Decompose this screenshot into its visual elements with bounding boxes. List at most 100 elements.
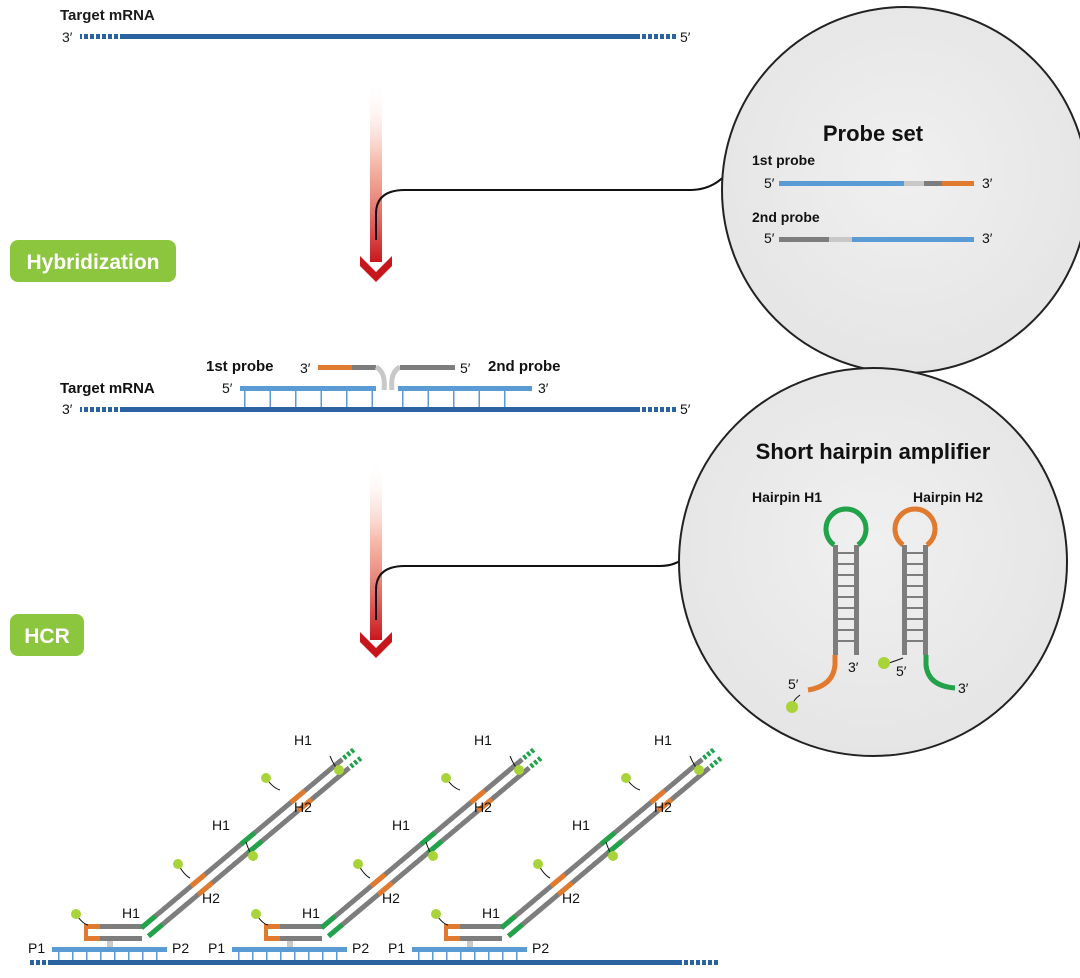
polymer-chain xyxy=(499,747,723,939)
hybrid-second-probe-label: 2nd probe xyxy=(488,358,561,375)
h1-label: H1 xyxy=(482,905,500,921)
hybridization-step-badge: Hybridization xyxy=(10,240,176,282)
probe-set-callout-line xyxy=(375,159,737,240)
base-pair-rung xyxy=(478,391,480,407)
polymer-rung xyxy=(344,910,350,917)
hairpin-h2: 5′ 3′ xyxy=(878,506,969,696)
polymer-dash-end xyxy=(352,759,359,766)
polymer-rung xyxy=(405,858,412,865)
initiator-segment xyxy=(264,936,280,941)
fluorophore-icon xyxy=(251,909,261,919)
polymer-rung xyxy=(689,771,696,778)
h2-toehold xyxy=(923,655,956,691)
polymer-rung xyxy=(473,802,479,809)
polymer-color-segment xyxy=(649,788,667,805)
h1-stem-rungs xyxy=(838,552,854,642)
base-pair-rung xyxy=(58,951,60,960)
probe-set-title: Probe set xyxy=(823,121,924,146)
polymer-color-segment xyxy=(189,872,207,888)
polymer-color-segment xyxy=(506,922,524,939)
stem-rung xyxy=(838,563,854,565)
polymer-mrna-dash-left xyxy=(30,960,50,965)
polymer-dash-end xyxy=(536,756,543,763)
polymer-dash-end xyxy=(529,762,535,769)
polymer-rung xyxy=(207,874,213,881)
polymer-rung xyxy=(634,817,641,824)
hybridization-label: Hybridization xyxy=(26,251,159,274)
polymer-rung xyxy=(677,781,684,788)
initiator-segment xyxy=(444,924,460,929)
polymer-rung xyxy=(350,905,357,912)
h2-fluor-linker xyxy=(888,657,904,664)
first-probe-target-segment xyxy=(779,181,904,186)
polymer-rung xyxy=(305,792,311,799)
polymer-rung xyxy=(342,761,348,768)
stem-rung xyxy=(838,585,854,587)
polymer-rung xyxy=(280,812,287,819)
hcr-step-badge: HCR xyxy=(10,614,84,656)
target-mrna-label: Target mRNA xyxy=(60,7,155,24)
polymer-dash-end xyxy=(522,754,528,761)
polymer-rung xyxy=(491,787,497,793)
stem-rung xyxy=(838,618,854,620)
base-pair-rung xyxy=(346,391,348,407)
polymer-color-segment xyxy=(419,830,437,847)
base-pair-rung xyxy=(114,951,116,960)
h2-stem-right xyxy=(923,545,928,655)
p1-label: P1 xyxy=(28,940,45,956)
polymer-rung xyxy=(665,792,671,799)
fluorophore-icon xyxy=(608,851,618,861)
stem-rung xyxy=(907,640,923,642)
second-probe-5-prime: 5′ xyxy=(764,230,775,246)
probe-p1-segment xyxy=(412,947,527,952)
base-pair-rung xyxy=(72,951,74,960)
polymer-chain xyxy=(319,747,543,939)
h2-3-prime: 3′ xyxy=(958,680,969,696)
polymer-color-segment xyxy=(246,839,264,855)
polymer-rung xyxy=(518,915,524,922)
polymer-dash-end xyxy=(702,754,708,761)
polymer-dash-end xyxy=(349,762,355,769)
polymer-color-segment xyxy=(326,922,344,939)
polymer-rung xyxy=(460,812,467,819)
linker-segment xyxy=(280,924,322,929)
hybrid-p1-5-prime: 5′ xyxy=(222,380,233,396)
probe-p1-segment xyxy=(232,947,347,952)
hybrid-first-probe-label: 1st probe xyxy=(206,358,274,375)
hybrid-p1-3-prime: 3′ xyxy=(300,360,311,376)
h1-stem-right xyxy=(854,545,859,655)
polymer-color-segment xyxy=(426,839,444,855)
h2-stem-rungs xyxy=(907,552,923,642)
polymer-dash-end xyxy=(709,762,715,769)
base-pair-rung xyxy=(244,391,246,407)
h2-label: H2 xyxy=(202,890,220,906)
base-pair-rung xyxy=(453,391,455,407)
polymer-color-segment xyxy=(369,872,387,888)
section-target-mrna: Target mRNA 3′ 5′ xyxy=(60,7,691,45)
mrna-dashed-end-left xyxy=(80,34,120,39)
fluorophore-icon xyxy=(694,765,704,775)
hybrid-p2-3-prime: 3′ xyxy=(538,380,549,396)
polymer-rung xyxy=(238,848,244,855)
polymer-rung xyxy=(561,879,567,886)
hybrid-p1-linker xyxy=(352,365,376,370)
fluorophore-icon xyxy=(261,773,271,783)
amplifier-callout: Short hairpin amplifier Hairpin H1 Hairp… xyxy=(678,367,1068,757)
base-pair-rung xyxy=(418,951,420,960)
polymer-rung xyxy=(332,920,338,927)
p1-label: P1 xyxy=(388,940,405,956)
hybrid-mrna-5-prime: 5′ xyxy=(680,401,691,417)
polymer-color-segment xyxy=(656,797,674,813)
polymer-rung xyxy=(256,833,262,840)
polymer-rung xyxy=(189,889,195,896)
hybrid-p1-spacer xyxy=(374,364,387,391)
polymer-rung xyxy=(702,761,708,768)
linker-segment xyxy=(100,936,142,941)
h2-label: H2 xyxy=(294,799,312,815)
polymer-rung xyxy=(512,920,518,927)
polymer-rung xyxy=(567,874,573,881)
polymer-rung xyxy=(195,884,201,891)
polymer-rung xyxy=(375,884,381,891)
hairpin-h2-label: Hairpin H2 xyxy=(913,489,983,505)
